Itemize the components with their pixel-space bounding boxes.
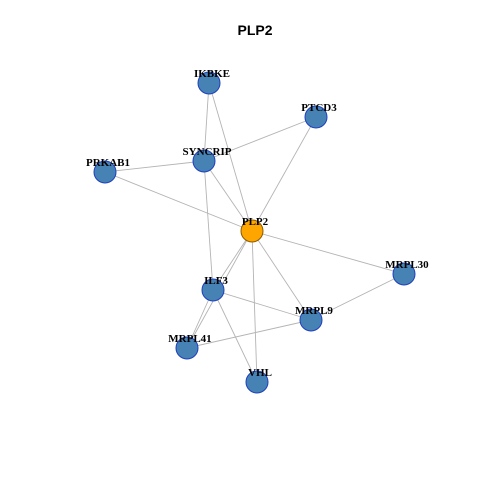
edge-mrpl9-mrpl30 — [310, 273, 405, 321]
graph-title: PLP2 — [237, 22, 272, 38]
node-label-ptcd3: PTCD3 — [301, 102, 337, 114]
node-label-prkab1: PRKAB1 — [86, 157, 130, 169]
node-label-vhl: VHL — [248, 367, 272, 379]
edge-ilf3-mrpl9 — [212, 289, 312, 321]
node-circle-plp2[interactable] — [240, 219, 264, 243]
edge-prkab1-plp2 — [104, 171, 253, 232]
node-mrpl9[interactable]: MRPL9 — [295, 305, 333, 332]
node-label-mrpl30: MRPL30 — [385, 259, 429, 271]
node-label-ilf3: ILF3 — [204, 275, 228, 287]
node-prkab1[interactable]: PRKAB1 — [86, 157, 130, 184]
node-circle-ilf3[interactable] — [201, 278, 225, 302]
edge-prkab1-syncrip — [104, 160, 205, 173]
node-label-ikbke: IKBKE — [194, 68, 230, 80]
edge-syncrip-ilf3 — [203, 160, 214, 291]
edge-plp2-ilf3 — [212, 230, 253, 291]
edges-layer — [104, 82, 405, 383]
node-mrpl41[interactable]: MRPL41 — [168, 333, 212, 360]
node-circle-mrpl9[interactable] — [299, 308, 323, 332]
edge-plp2-mrpl9 — [251, 230, 312, 321]
edge-ilf3-vhl — [212, 289, 258, 383]
node-label-mrpl41: MRPL41 — [168, 333, 211, 345]
node-label-plp2: PLP2 — [242, 216, 269, 228]
edge-syncrip-plp2 — [203, 160, 253, 232]
edge-ptcd3-syncrip — [203, 116, 317, 162]
edge-ikbke-syncrip — [203, 82, 210, 162]
node-syncrip[interactable]: SYNCRIP — [183, 146, 232, 173]
node-circle-prkab1[interactable] — [93, 160, 117, 184]
node-ptcd3[interactable]: PTCD3 — [301, 102, 337, 129]
node-circle-ptcd3[interactable] — [304, 105, 328, 129]
edge-ikbke-plp2 — [208, 82, 253, 232]
node-circle-mrpl30[interactable] — [392, 262, 416, 286]
node-plp2[interactable]: PLP2 — [240, 216, 269, 243]
node-vhl[interactable]: VHL — [245, 367, 272, 394]
node-circle-ikbke[interactable] — [197, 71, 221, 95]
node-ikbke[interactable]: IKBKE — [194, 68, 230, 95]
node-label-mrpl9: MRPL9 — [295, 305, 333, 317]
edge-mrpl9-mrpl41 — [186, 319, 312, 349]
edge-ptcd3-plp2 — [251, 116, 317, 232]
node-ilf3[interactable]: ILF3 — [201, 275, 228, 302]
node-circle-vhl[interactable] — [245, 370, 269, 394]
node-label-syncrip: SYNCRIP — [183, 146, 232, 158]
node-circle-syncrip[interactable] — [192, 149, 216, 173]
edge-plp2-vhl — [251, 230, 258, 383]
node-circle-mrpl41[interactable] — [175, 336, 199, 360]
node-mrpl30[interactable]: MRPL30 — [385, 259, 429, 286]
edge-plp2-mrpl30 — [251, 230, 405, 275]
